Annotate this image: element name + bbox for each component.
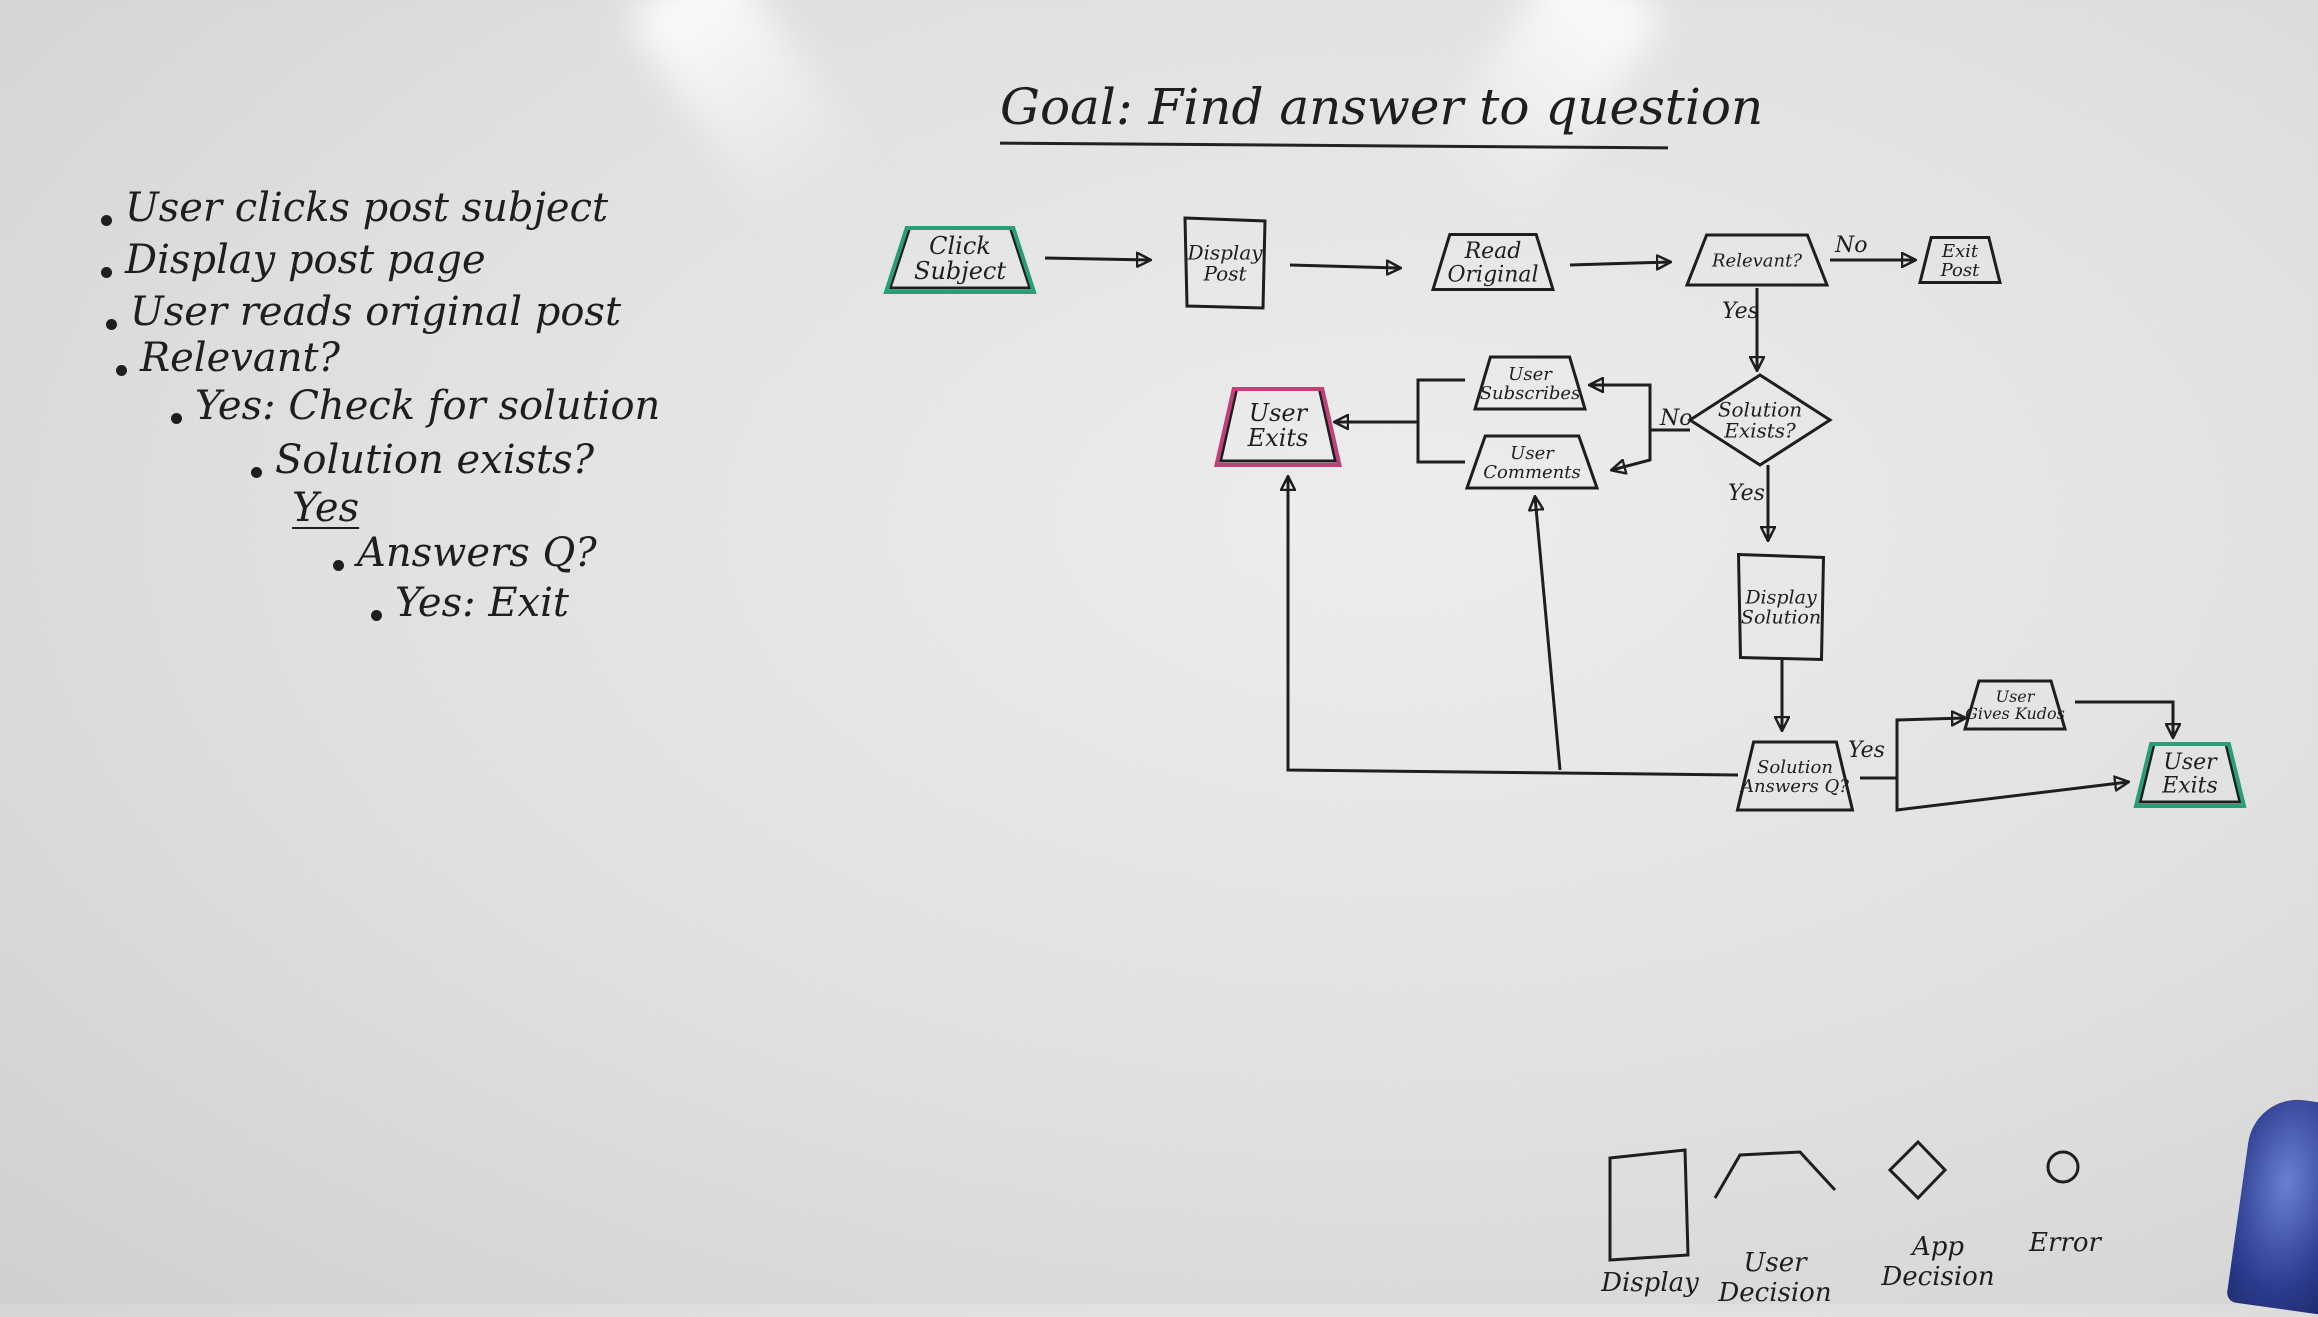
node-shape bbox=[1687, 373, 1833, 467]
edge-read-relevant bbox=[1569, 262, 1670, 265]
legend-label-user-decision: User Decision bbox=[1718, 1248, 1832, 1308]
edge-branch-exits bbox=[1895, 778, 2128, 812]
node-label: Answers Q? bbox=[1739, 776, 1849, 797]
edge-branch-comments bbox=[1612, 430, 1652, 470]
edge-branch-subscribes bbox=[1590, 385, 1652, 430]
node-label: Exits bbox=[2161, 773, 2218, 798]
legend-user-decision-shape bbox=[1713, 1150, 1837, 1199]
note-line: User reads original post bbox=[130, 289, 622, 335]
legend-label-app-decision: App Decision bbox=[1881, 1232, 1995, 1292]
note-bullet bbox=[101, 267, 112, 278]
legend-shapes bbox=[1608, 1139, 2080, 1262]
note-bullet bbox=[371, 610, 382, 621]
node-label: Solution bbox=[1757, 757, 1833, 778]
node-label: Read bbox=[1464, 239, 1522, 264]
node-label: Original bbox=[1447, 262, 1538, 287]
node-shape bbox=[1963, 679, 2067, 731]
note-line: Yes: Check for solution bbox=[195, 383, 661, 429]
note-bullet bbox=[251, 467, 262, 478]
node-label: Relevant? bbox=[1711, 250, 1802, 271]
node-label: User bbox=[1996, 687, 2036, 706]
node-label: Subscribes bbox=[1480, 383, 1581, 404]
node-label: Exits bbox=[1247, 424, 1309, 452]
edge-label-answers-yes: Yes bbox=[1848, 738, 1885, 763]
node-label: Exit bbox=[1941, 241, 1979, 262]
note-line: User clicks post subject bbox=[125, 185, 609, 231]
node-label: User bbox=[2163, 750, 2218, 775]
edge-label-relevant-yes: Yes bbox=[1722, 299, 1759, 324]
node-shape bbox=[1736, 552, 1826, 662]
note-line: Answers Q? bbox=[357, 530, 597, 576]
edge-label-solution-yes: Yes bbox=[1728, 481, 1765, 506]
node-shape bbox=[1472, 355, 1588, 411]
node-label: Solution bbox=[1718, 398, 1802, 422]
node-label: User bbox=[1508, 364, 1553, 385]
node-relevant: Relevant? bbox=[1684, 233, 1830, 287]
node-highlight bbox=[2133, 742, 2247, 808]
legend-label-error: Error bbox=[2029, 1228, 2101, 1258]
note-line: Display post page bbox=[125, 237, 486, 283]
note-bullet bbox=[333, 560, 344, 571]
node-shape bbox=[1918, 236, 2002, 284]
node-shape bbox=[1183, 216, 1267, 310]
flow-edges bbox=[1044, 258, 2173, 812]
note-line: Yes bbox=[292, 485, 360, 531]
node-highlight bbox=[883, 226, 1037, 294]
node-highlight bbox=[1213, 387, 1343, 467]
node-shape bbox=[1464, 434, 1600, 490]
edge-answers-comments bbox=[1535, 497, 1562, 771]
node-label: Display bbox=[1744, 587, 1817, 609]
node-label: Gives Kudos bbox=[1965, 704, 2065, 723]
note-bullet bbox=[116, 365, 127, 376]
node-label: User bbox=[1249, 399, 1309, 427]
legend-label-display: Display bbox=[1601, 1268, 1699, 1298]
legend-app-decision-shape bbox=[1887, 1139, 1948, 1201]
node-shape bbox=[1735, 740, 1855, 812]
node-label: Post bbox=[1940, 260, 1980, 281]
node-shape bbox=[1684, 233, 1830, 287]
node-label: Subject bbox=[914, 257, 1006, 285]
note-bullet bbox=[171, 413, 182, 424]
node-label: User bbox=[1510, 443, 1555, 464]
node-label: Solution bbox=[1741, 607, 1821, 629]
edge-label-solution-no: No bbox=[1659, 406, 1693, 431]
node-label: Comments bbox=[1483, 462, 1580, 483]
node-label: Click bbox=[929, 232, 991, 260]
edge-answers-back bbox=[1288, 477, 1739, 777]
node-shape bbox=[1430, 233, 1556, 291]
edge-branch-kudos bbox=[1895, 718, 1965, 778]
note-bullet bbox=[106, 319, 117, 330]
board-title: Goal: Find answer to question bbox=[1000, 78, 1764, 136]
legend-display-shape bbox=[1608, 1148, 1690, 1262]
note-line: Solution exists? bbox=[275, 437, 595, 483]
node-label: Display bbox=[1186, 241, 1263, 265]
note-line: Yes: Exit bbox=[395, 580, 569, 626]
edge-label-relevant-no: No bbox=[1834, 233, 1868, 258]
edge-kudos-exits bbox=[2075, 700, 2173, 737]
legend-error-shape bbox=[2046, 1150, 2080, 1184]
node-label: Post bbox=[1203, 262, 1248, 286]
node-label: Exists? bbox=[1723, 419, 1796, 443]
note-bullet bbox=[101, 215, 112, 226]
edge-merge bbox=[1416, 378, 1465, 464]
edge-display-read bbox=[1289, 265, 1400, 268]
edge-click-display bbox=[1044, 258, 1150, 260]
note-line: Relevant? bbox=[140, 335, 340, 381]
